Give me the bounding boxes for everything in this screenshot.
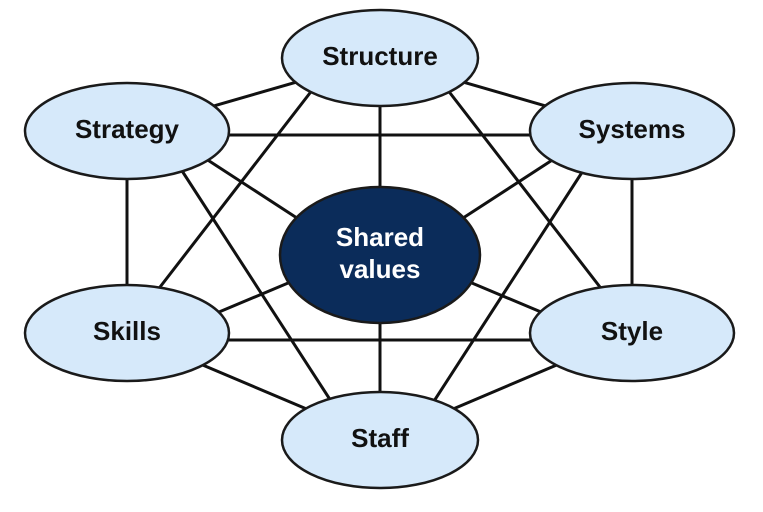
node-structure: Structure: [280, 8, 480, 108]
edge-structure-style: [438, 79, 612, 301]
node-strategy-label: Strategy: [75, 114, 180, 144]
node-skills: Skills: [23, 283, 231, 383]
node-style: Style: [528, 283, 736, 383]
edge-strategy-staff: [173, 159, 342, 416]
node-shared-values-label-line1: Shared: [336, 222, 424, 252]
node-staff: Staff: [280, 390, 480, 490]
node-skills-ellipse: [23, 283, 231, 383]
node-strategy: Strategy: [23, 81, 231, 181]
node-systems-label: Systems: [579, 114, 686, 144]
node-structure-ellipse: [280, 8, 480, 108]
node-style-ellipse: [528, 283, 736, 383]
node-strategy-ellipse: [23, 81, 231, 181]
node-systems-ellipse: [528, 81, 736, 181]
node-shared-values-ellipse: [278, 185, 482, 325]
edge-structure-skills: [148, 79, 322, 301]
node-skills-label: Skills: [93, 316, 161, 346]
node-shared-values: Shared values: [278, 185, 482, 325]
node-staff-label: Staff: [351, 423, 409, 453]
node-style-label: Style: [601, 316, 663, 346]
node-systems: Systems: [528, 81, 736, 181]
edge-systems-staff: [423, 159, 592, 416]
edge-center-systems: [459, 153, 561, 222]
node-shared-values-label-line2: values: [340, 254, 421, 284]
edge-center-strategy: [199, 153, 301, 222]
node-staff-ellipse: [280, 390, 480, 490]
node-structure-label: Structure: [322, 41, 438, 71]
